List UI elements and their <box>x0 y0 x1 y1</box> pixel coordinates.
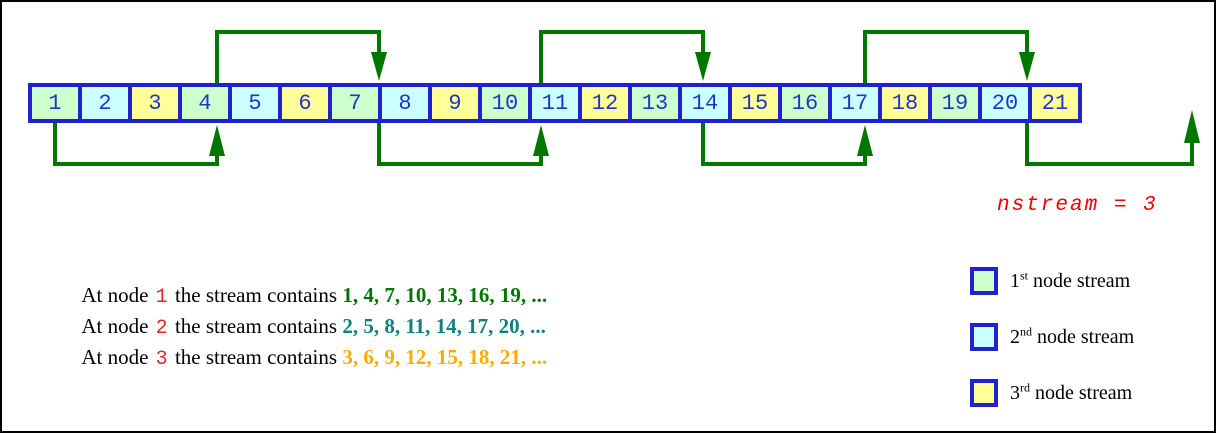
legend-swatch-stream1 <box>970 267 998 295</box>
stream-arrowhead <box>533 125 549 156</box>
stream-node-18: 18 <box>878 83 932 123</box>
legend-row-3: 3rd node stream <box>970 378 1134 408</box>
annotation-node-number: 2 <box>155 317 168 340</box>
stream-node-13: 13 <box>628 83 682 123</box>
stream-node-19: 19 <box>928 83 982 123</box>
stream-node-21: 21 <box>1028 83 1082 123</box>
stream-node-6: 6 <box>278 83 332 123</box>
legend-row-2: 2nd node stream <box>970 322 1134 352</box>
legend-label: 3rd node stream <box>1010 379 1133 404</box>
annotation-line-2: At node 2 the stream contains 2, 5, 8, 1… <box>51 280 547 340</box>
annotation-prefix: At node <box>81 345 154 369</box>
annotation-middle: the stream contains <box>169 314 343 338</box>
annotation-line-3: At node 3 the stream contains 3, 6, 9, 1… <box>51 311 547 371</box>
stream-node-8: 8 <box>378 83 432 123</box>
annotation-sequence: 2, 5, 8, 11, 14, 17, 20, ... <box>342 314 546 338</box>
stream-node-17: 17 <box>828 83 882 123</box>
stream-node-15: 15 <box>728 83 782 123</box>
annotation-node-number: 1 <box>155 286 168 309</box>
legend-swatch-stream3 <box>970 379 998 407</box>
stream-arrowhead <box>857 125 873 156</box>
stream-node-1: 1 <box>28 83 82 123</box>
annotation-line-1: At node 1 the stream contains 1, 4, 7, 1… <box>51 249 547 309</box>
stream-arrowhead <box>695 52 711 81</box>
annotation-sequence: 3, 6, 9, 12, 15, 18, 21, ... <box>342 345 548 369</box>
legend-row-1: 1st node stream <box>970 266 1134 296</box>
stream-node-12: 12 <box>578 83 632 123</box>
stream-node-2: 2 <box>78 83 132 123</box>
stream-node-5: 5 <box>228 83 282 123</box>
stream-node-16: 16 <box>778 83 832 123</box>
annotation-node-number: 3 <box>155 348 168 371</box>
annotation-middle: the stream contains <box>169 283 343 307</box>
stream-node-4: 4 <box>178 83 232 123</box>
legend-label: 1st node stream <box>1010 267 1131 292</box>
stream-annotations: At node 1 the stream contains 1, 4, 7, 1… <box>51 249 547 371</box>
stream-node-11: 11 <box>528 83 582 123</box>
stream-node-7: 7 <box>328 83 382 123</box>
stream-arrowhead <box>1184 110 1200 143</box>
annotation-prefix: At node <box>81 314 154 338</box>
stream-node-20: 20 <box>978 83 1032 123</box>
annotation-middle: the stream contains <box>169 345 343 369</box>
stream-arrowhead <box>209 125 225 156</box>
stream-node-10: 10 <box>478 83 532 123</box>
nstream-label: nstream = 3 <box>997 194 1158 217</box>
legend-label: 2nd node stream <box>1010 323 1135 348</box>
annotation-sequence: 1, 4, 7, 10, 13, 16, 19, ... <box>342 283 548 307</box>
stream-arrowhead <box>1019 52 1035 81</box>
stream-legend: 1st node stream 2nd node stream 3rd node… <box>970 266 1134 431</box>
legend-swatch-stream2 <box>970 323 998 351</box>
stream-node-9: 9 <box>428 83 482 123</box>
stream-node-3: 3 <box>128 83 182 123</box>
annotation-prefix: At node <box>81 283 154 307</box>
stream-node-14: 14 <box>678 83 732 123</box>
stream-arrowhead <box>371 52 387 81</box>
